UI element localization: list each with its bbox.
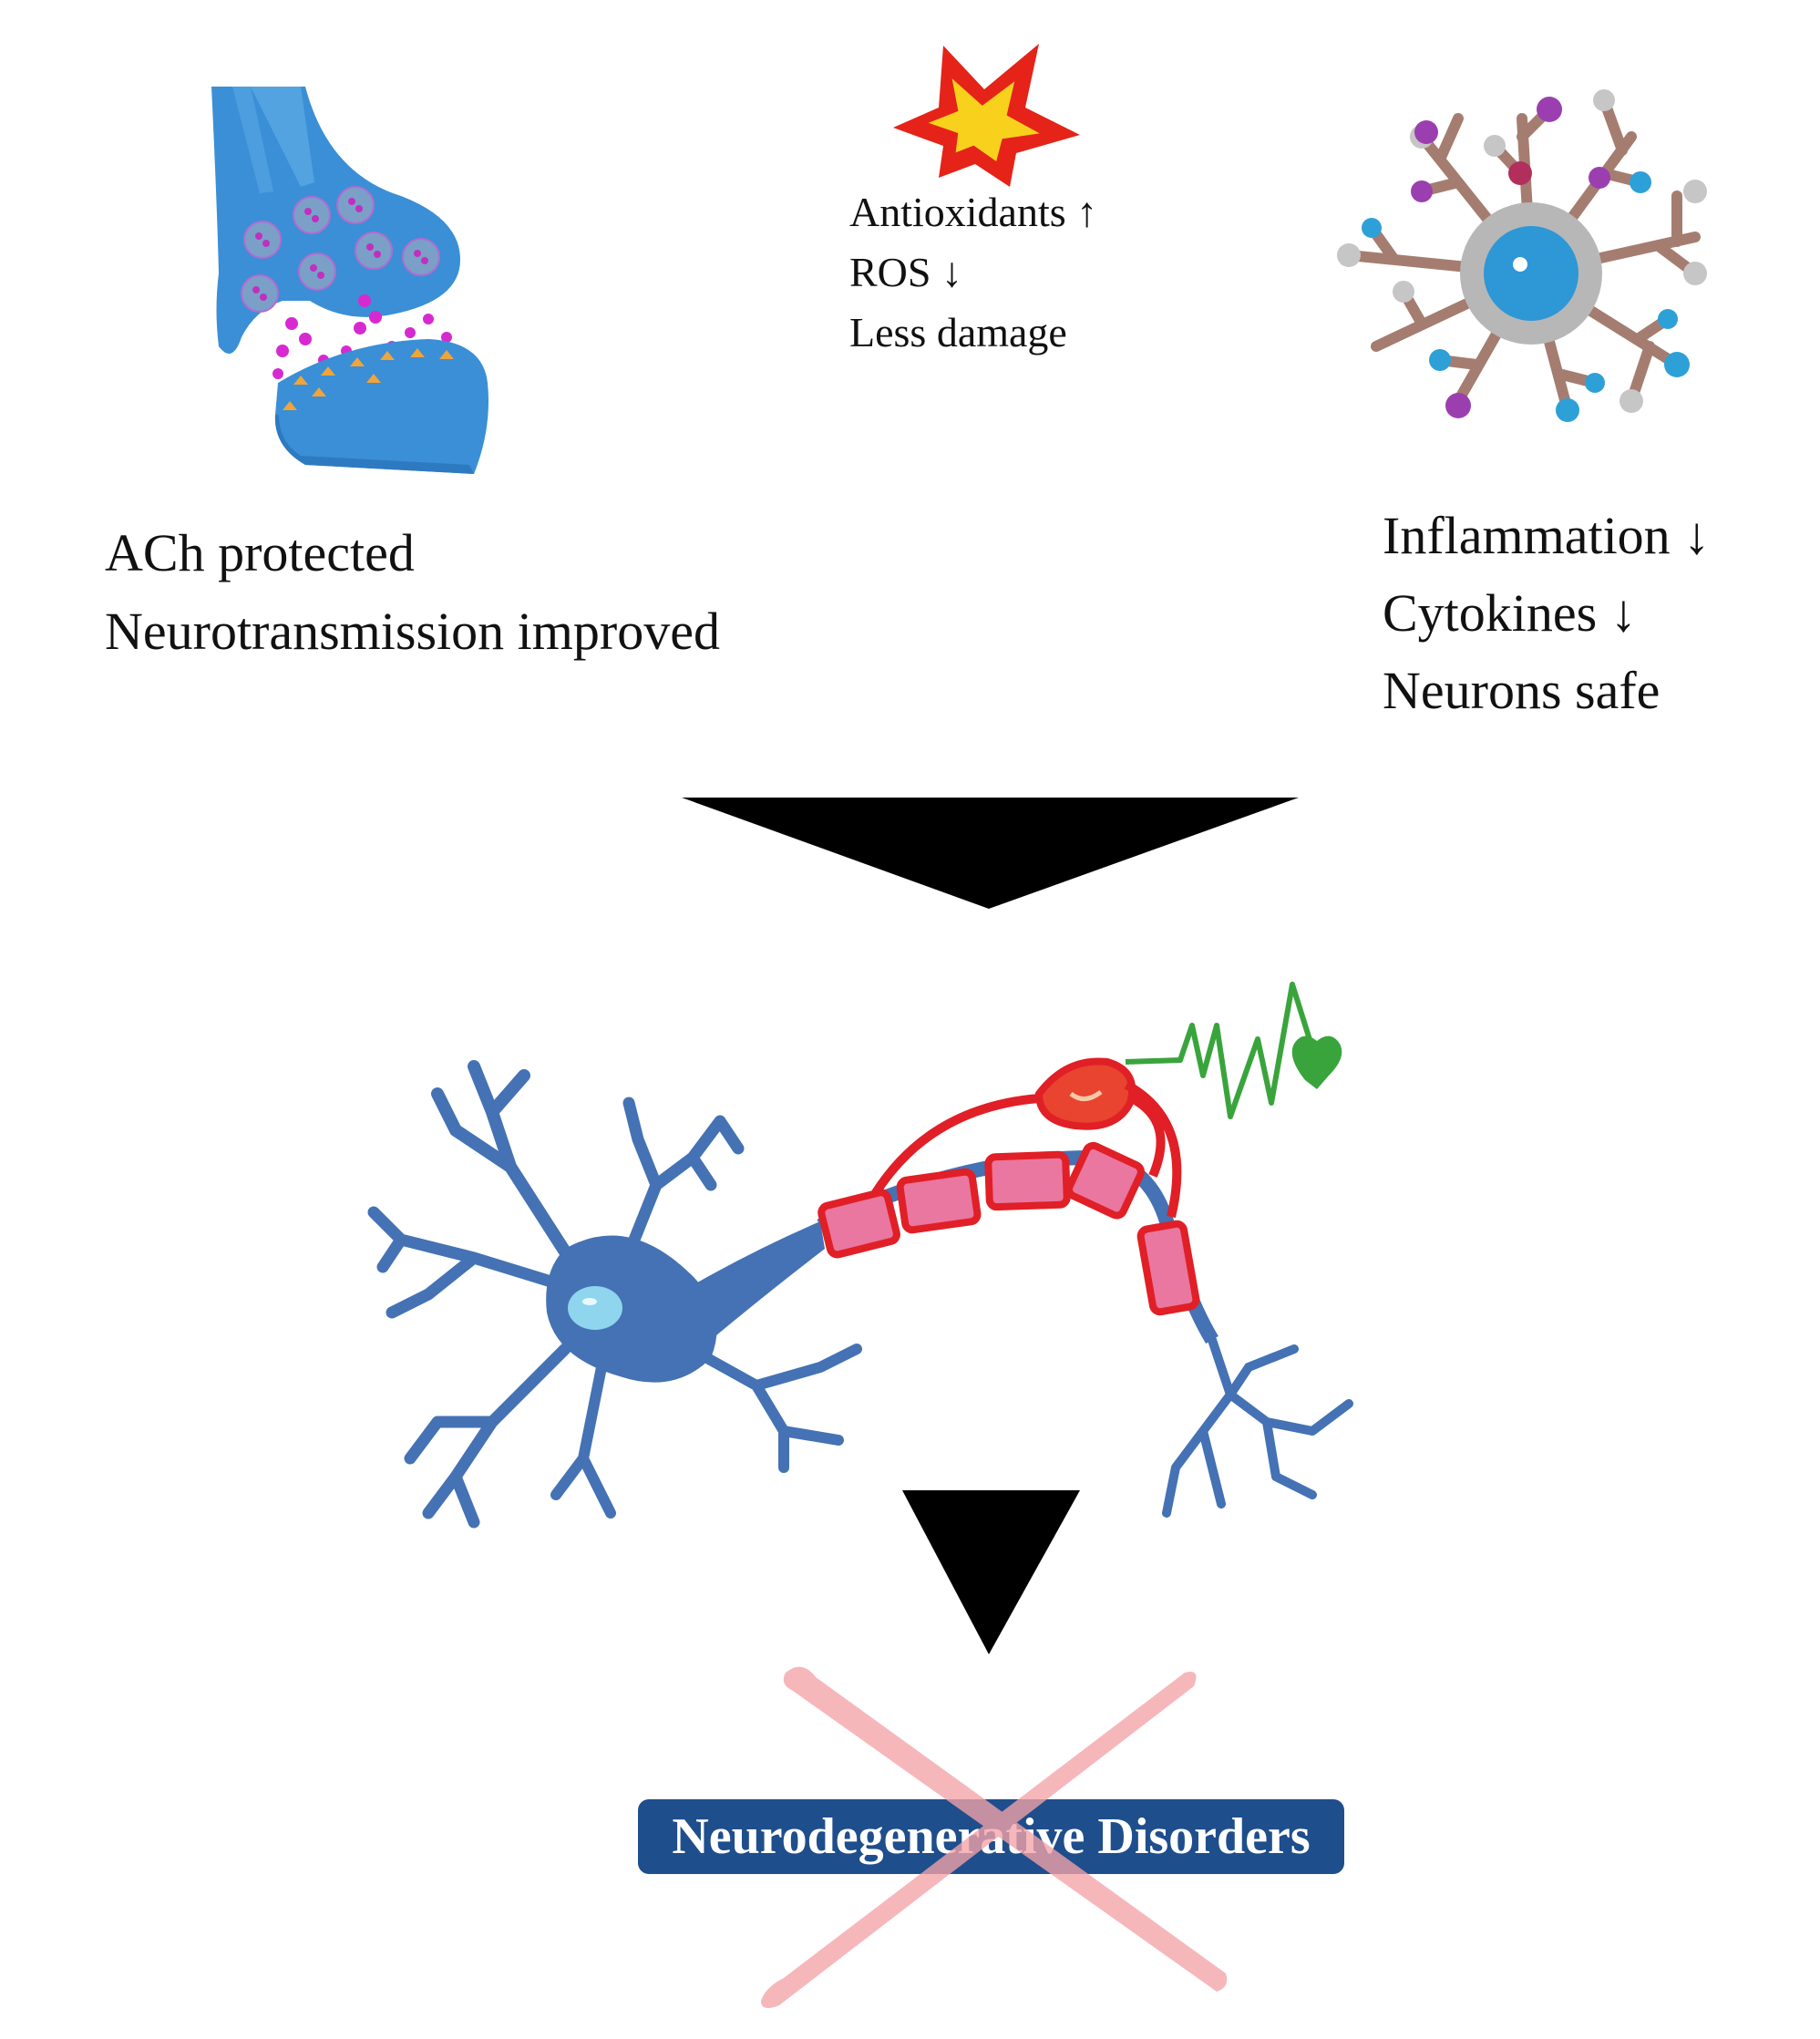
- synapse-caption-line1: ACh protected: [105, 523, 415, 582]
- synapse-caption-line2: Neurotransmission improved: [105, 602, 720, 661]
- inflammation-caption-line1: Inflammation ↓: [1383, 506, 1711, 565]
- antioxidant-caption-line3: Less damage: [849, 309, 1067, 355]
- antioxidant-caption-line2: ROS ↓: [849, 249, 962, 295]
- inflammation-caption-line3: Neurons safe: [1383, 661, 1661, 720]
- antioxidant-caption-line1: Antioxidants ↑: [849, 189, 1098, 235]
- inflammation-caption-line2: Cytokines ↓: [1383, 583, 1637, 643]
